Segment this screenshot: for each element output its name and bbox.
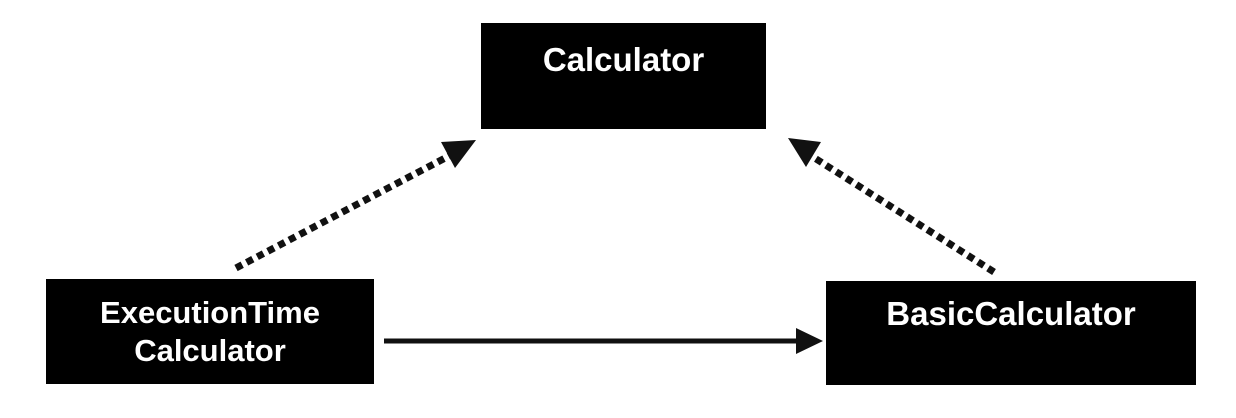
arrowhead-icon — [441, 140, 476, 168]
dashed-edge-line — [234, 152, 451, 272]
calculator-label: Calculator — [542, 41, 705, 78]
execution-time-calculator-node: ExecutionTime Calculator — [46, 279, 374, 384]
calculator-node: Calculator — [481, 23, 766, 129]
edge-execution-to-calculator — [234, 140, 476, 272]
edge-basic-to-calculator — [788, 138, 996, 275]
arrowhead-icon — [796, 328, 823, 354]
execution-time-calculator-label-line-2: Calculator — [134, 332, 286, 368]
basic-calculator-label: BasicCalculator — [886, 295, 1136, 332]
edge-execution-to-basic — [384, 328, 823, 354]
arrowhead-icon — [788, 138, 821, 167]
basic-calculator-node: BasicCalculator — [826, 281, 1196, 385]
dashed-edge-line — [811, 154, 996, 275]
execution-time-calculator-label-line-1: ExecutionTime — [100, 294, 320, 330]
